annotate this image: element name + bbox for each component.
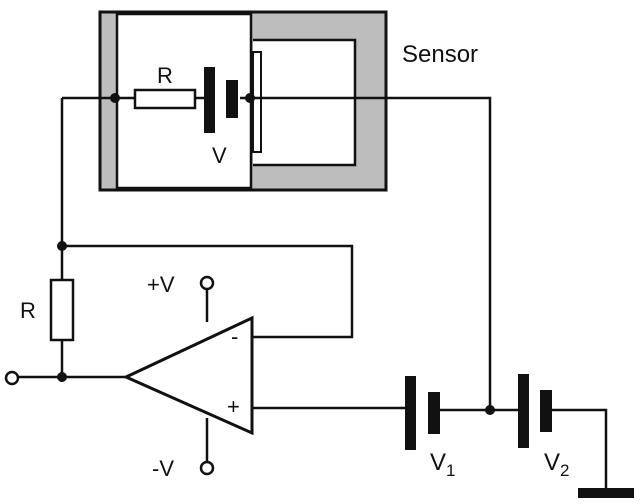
wire-sensor-to-junction [240, 96, 492, 410]
opamp-inverting-label: - [231, 324, 238, 349]
v2-subscript: 2 [560, 461, 569, 480]
battery-v2-short-plate [540, 390, 552, 432]
input-terminal [4, 370, 20, 386]
wire-v2-to-ground [550, 408, 608, 490]
opamp-noninverting-label: + [227, 394, 240, 419]
junction-dot [57, 241, 67, 251]
sensor-electrode-frame [253, 38, 357, 167]
junction-dot [57, 372, 67, 382]
ground-symbol [578, 488, 634, 498]
resistor-top-label: R [157, 63, 173, 88]
v1-subscript: 1 [446, 461, 455, 480]
resistor-left-label: R [20, 298, 36, 323]
v2-main: V [544, 449, 560, 476]
wire-feedback [62, 244, 354, 339]
junctions [57, 93, 495, 415]
terminals [4, 275, 215, 476]
junction-dot [485, 405, 495, 415]
sensor-label: Sensor [402, 41, 478, 68]
battery-top-label: V [212, 143, 227, 168]
minus-v-label: -V [152, 456, 174, 481]
battery-v2-long-plate [518, 374, 529, 448]
battery-v1-long-plate [405, 376, 416, 450]
sensor-plate [252, 51, 262, 153]
wires [16, 96, 608, 490]
junction-dot [245, 93, 255, 103]
minus-v-terminal [199, 460, 215, 476]
opamp-triangle [122, 315, 254, 436]
battery-top-short-plate [226, 80, 238, 118]
junction-dot [110, 93, 120, 103]
battery-top-long-plate [204, 67, 215, 133]
resistor-top [133, 88, 197, 110]
v1-label: V1 [430, 449, 455, 480]
sensor-housing [98, 10, 388, 192]
battery-v1-short-plate [428, 392, 440, 434]
resistor-left [49, 278, 75, 342]
plus-v-label: +V [147, 272, 175, 297]
v2-label: V2 [544, 449, 569, 480]
v1-main: V [430, 449, 446, 476]
plus-v-terminal [199, 275, 215, 291]
